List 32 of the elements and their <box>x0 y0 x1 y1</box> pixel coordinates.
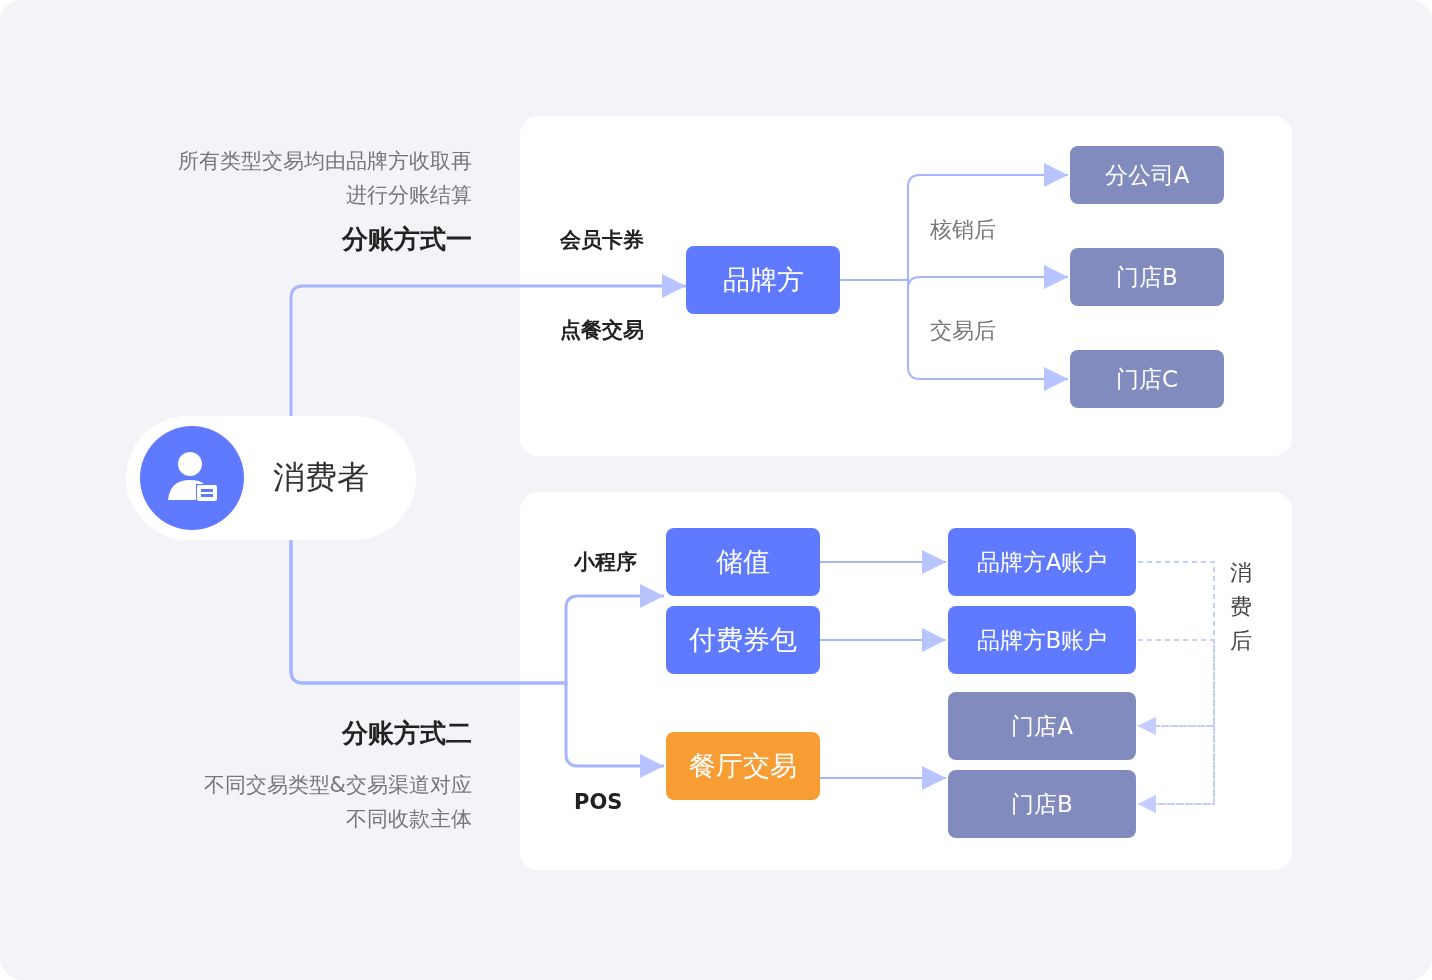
panel-card <box>520 492 1292 870</box>
arrow <box>819 766 947 790</box>
process-box: 门店C <box>1070 350 1224 408</box>
edge-note: 交易后 <box>930 317 997 345</box>
process-box: 品牌方 <box>686 246 840 314</box>
channel-label: POS <box>574 790 624 814</box>
arrow <box>819 628 947 652</box>
panel-card <box>520 116 1292 456</box>
process-box: 品牌方A账户 <box>948 528 1136 596</box>
process-box: 门店B <box>948 770 1136 838</box>
arrow <box>819 550 947 574</box>
node-label: 消费者 <box>273 457 369 498</box>
channel-label: 小程序 <box>574 549 638 576</box>
process-box: 餐厅交易 <box>666 732 820 800</box>
edge-note: 消费后 <box>1230 559 1253 655</box>
section-heading: 分账方式一 <box>340 223 472 256</box>
arrow <box>289 274 686 416</box>
dashed-arrow <box>1137 639 1215 813</box>
arrow <box>289 540 664 778</box>
process-box: 门店B <box>1070 248 1224 306</box>
channel-label: 会员卡券 <box>560 227 645 254</box>
process-box: 付费券包 <box>666 606 820 674</box>
process-box: 分公司A <box>1070 146 1224 204</box>
note-text: 所有类型交易均由品牌方收取再进行分账结算 <box>177 148 472 209</box>
arrow <box>839 279 1069 391</box>
note-text: 不同交易类型&交易渠道对应不同收款主体 <box>202 772 472 833</box>
channel-label: 点餐交易 <box>560 317 645 344</box>
edge-note: 核销后 <box>930 216 997 244</box>
process-box: 门店A <box>948 692 1136 760</box>
process-box: 品牌方B账户 <box>948 606 1136 674</box>
section-heading: 分账方式二 <box>340 717 472 750</box>
process-box: 储值 <box>666 528 820 596</box>
